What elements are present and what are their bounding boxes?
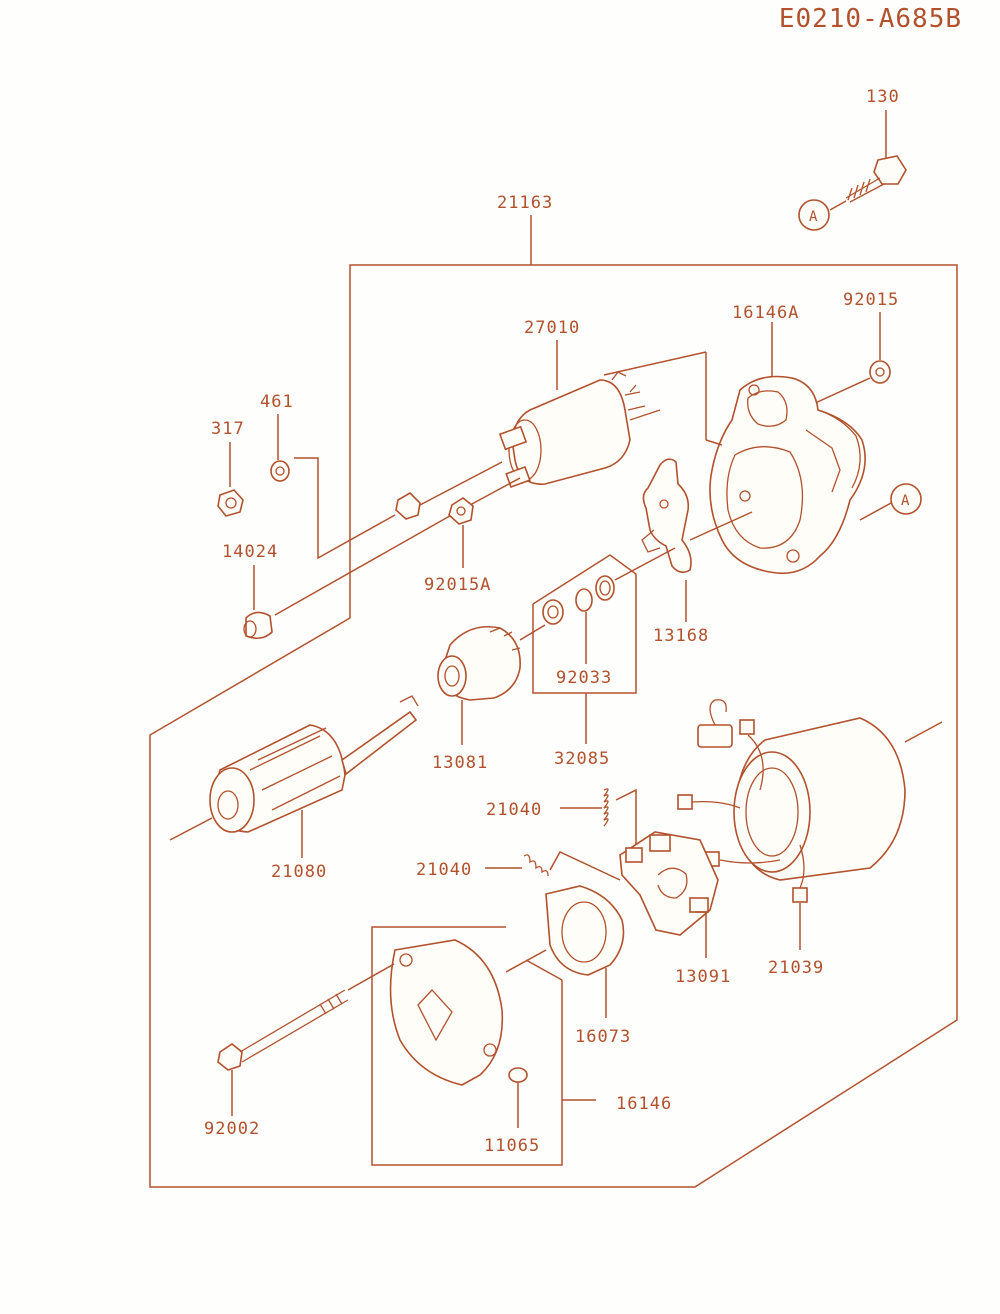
label-16146a: 16146A <box>732 303 799 323</box>
label-92015a: 92015A <box>424 575 491 595</box>
diagram-code: E0210-A685B <box>778 4 962 34</box>
reference-mark-a <box>859 483 922 521</box>
label-92002: 92002 <box>204 1119 260 1139</box>
label-21040-upper: 21040 <box>486 800 542 820</box>
label-32085: 32085 <box>554 749 610 769</box>
label-21039: 21039 <box>768 958 824 978</box>
label-21163: 21163 <box>497 193 553 213</box>
label-461: 461 <box>260 392 294 412</box>
label-21040-lower: 21040 <box>416 860 472 880</box>
solenoid-27010 <box>498 340 723 489</box>
label-16146: 16146 <box>616 1094 672 1114</box>
label-14024: 14024 <box>222 542 278 562</box>
cap-14024 <box>243 477 521 640</box>
assembly-outline <box>149 264 958 1188</box>
label-13091: 13091 <box>675 967 731 987</box>
ref-a-label-side: A <box>901 493 910 509</box>
through-bolt-92002 <box>217 963 395 1116</box>
shift-lever-13168 <box>641 458 753 622</box>
nut-317 <box>217 442 244 517</box>
washer-set-32085 <box>532 547 676 744</box>
label-13168: 13168 <box>653 626 709 646</box>
yoke-21039 <box>677 699 943 950</box>
label-27010: 27010 <box>524 318 580 338</box>
bolt-130 <box>798 110 907 231</box>
label-130: 130 <box>866 87 900 107</box>
label-92033: 92033 <box>556 668 612 688</box>
label-317: 317 <box>211 419 245 439</box>
washer-461 <box>270 414 503 560</box>
spring-21040-upper <box>560 788 637 848</box>
brush-holder-13091 <box>619 831 719 958</box>
spring-21040-lower <box>485 851 621 881</box>
drive-housing-16146a <box>709 322 866 575</box>
armature-21080 <box>169 695 419 858</box>
label-16073: 16073 <box>575 1027 631 1047</box>
plate-16073 <box>505 885 625 1018</box>
label-13081: 13081 <box>432 753 488 773</box>
nut-92015a <box>448 497 474 568</box>
ref-a-label-top: A <box>809 209 818 225</box>
end-frame-16146 <box>371 926 596 1166</box>
label-11065: 11065 <box>484 1136 540 1156</box>
clutch-13081 <box>437 624 546 745</box>
label-21080: 21080 <box>271 862 327 882</box>
label-92015: 92015 <box>843 290 899 310</box>
